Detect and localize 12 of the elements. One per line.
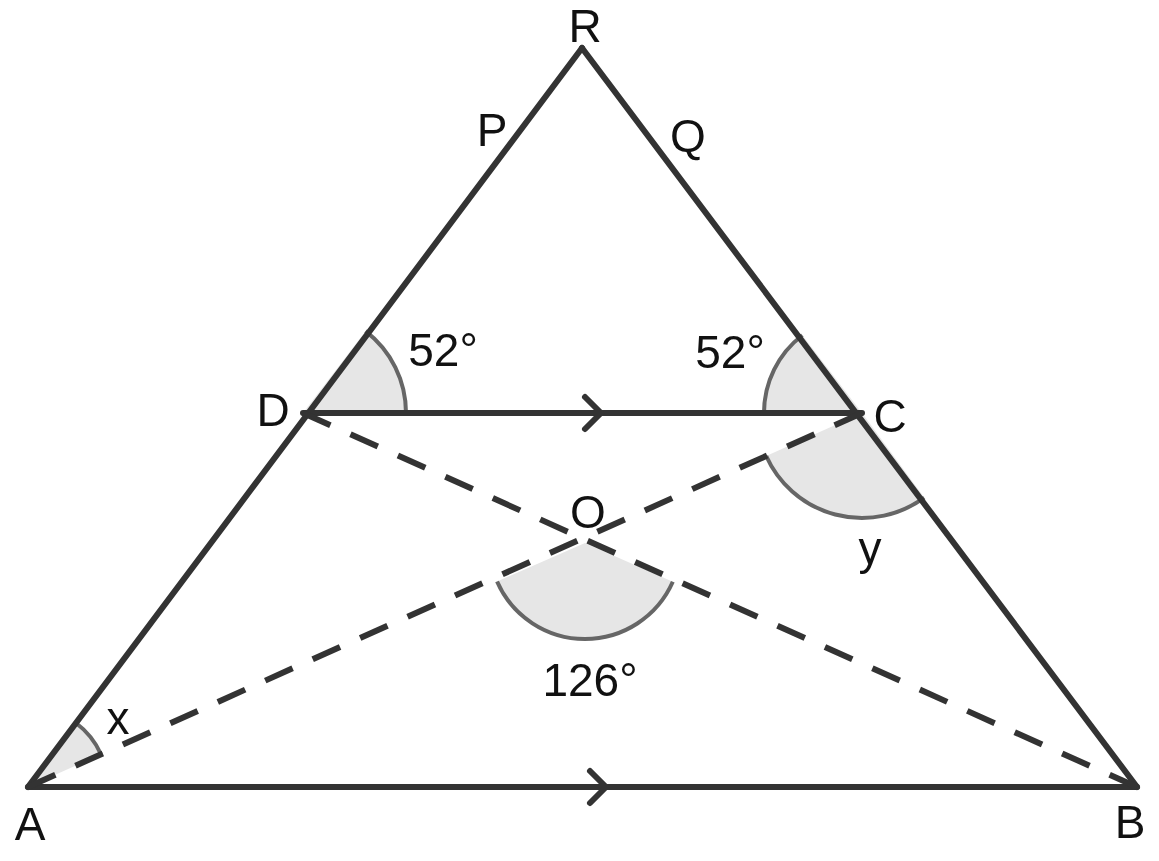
point-label: A — [14, 801, 46, 847]
angle-label: 52° — [695, 329, 765, 375]
point-label: Q — [670, 113, 706, 159]
point-label: B — [1114, 799, 1146, 845]
point-label: P — [476, 107, 508, 153]
angle-label: 52° — [408, 327, 478, 373]
point-label: D — [256, 387, 290, 433]
point-label: O — [570, 489, 606, 535]
angle-label: 126° — [542, 657, 638, 703]
point-label: R — [568, 3, 602, 49]
point-label: C — [873, 393, 907, 439]
angle-label: x — [106, 695, 130, 741]
